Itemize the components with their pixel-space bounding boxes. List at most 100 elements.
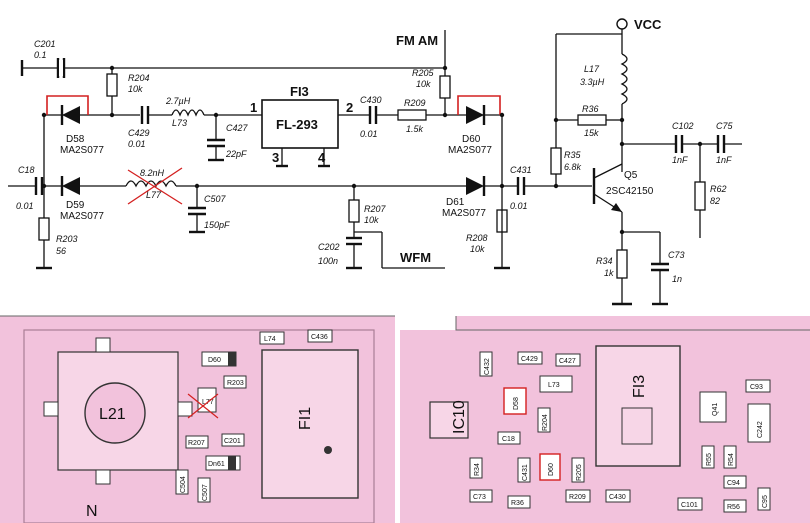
- pcb-label-r209: R209: [569, 494, 586, 501]
- pin-3: 3: [272, 150, 279, 165]
- ic10-footprint: [429, 401, 469, 439]
- pcb-label-l73: L73: [548, 382, 560, 389]
- label-r204: R204: [128, 73, 150, 83]
- part-d59: MA2S077: [60, 211, 104, 222]
- capacitor-c201: C201 0.1: [34, 39, 66, 78]
- schematic: C201 0.1 R204 10k D58 MA2S077 C429 0.01 …: [8, 17, 742, 306]
- inductor-l17: [620, 53, 628, 105]
- part-d61: MA2S077: [442, 208, 486, 219]
- pcb-label-dn61: Dn61: [208, 461, 225, 468]
- value-r62: 82: [710, 196, 720, 206]
- pcb-label-fi1: FI1: [297, 407, 314, 430]
- part-fi3: FL-293: [276, 117, 318, 132]
- value-l17: 3.3µH: [580, 77, 605, 87]
- label-c201: C201: [34, 39, 56, 49]
- value-r203: 56: [56, 246, 66, 256]
- filter-fi3-footprint: [595, 345, 681, 467]
- value-r204: 10k: [128, 84, 143, 94]
- pcb-label-c94: C94: [727, 480, 740, 487]
- pcb-label-c504: C504: [180, 476, 187, 493]
- pcb-label-r55: R55: [706, 453, 713, 466]
- pcb-label-d60-pcb: D60: [548, 463, 555, 476]
- pcb-label-c429: C429: [521, 356, 538, 363]
- pcb-label-c436: C436: [311, 334, 328, 341]
- pcb-label-l21: L21: [99, 406, 126, 423]
- value-c18: 0.01: [16, 201, 34, 211]
- pcb-left: L21 FI1 L74 C436 D60 R203 L77 R207 C201 …: [0, 315, 395, 523]
- pcb-label-r56: R56: [727, 504, 740, 511]
- label-r36: R36: [582, 104, 599, 114]
- value-r35: 6.8k: [564, 162, 582, 172]
- part-d60: MA2S077: [448, 145, 492, 156]
- value-r36: 15k: [584, 128, 599, 138]
- resistor-r207: [348, 199, 360, 223]
- value-c201: 0.1: [34, 50, 47, 60]
- transistor-q5: Q5 2SC42150: [592, 163, 654, 232]
- label-c431: C431: [510, 165, 532, 175]
- label-c102: C102: [672, 121, 694, 131]
- resistor-r203: [38, 217, 50, 241]
- value-r208: 10k: [470, 244, 485, 254]
- pcb-label-r204: R204: [542, 414, 549, 431]
- label-r203: R203: [56, 234, 78, 244]
- diode-d59: D59 MA2S077: [60, 176, 104, 222]
- pcb-label-c507: C507: [202, 484, 209, 501]
- pcb-label-l74: L74: [264, 336, 276, 343]
- label-c429: C429: [128, 128, 150, 138]
- value-r34: 1k: [604, 268, 614, 278]
- diode-d61: D61 MA2S077: [442, 176, 486, 219]
- value-c102: 1nF: [672, 155, 688, 165]
- pcb-label-c430: C430: [609, 494, 626, 501]
- pcb-label-r207: R207: [188, 440, 205, 447]
- pcb-label-c93: C93: [750, 384, 763, 391]
- label-r205: R205: [412, 68, 435, 78]
- filter-fi1-footprint: [261, 349, 359, 499]
- value-r205: 10k: [416, 79, 431, 89]
- resistor-r62: [694, 181, 706, 211]
- value-l73: 2.7µH: [165, 96, 191, 106]
- label-c75: C75: [716, 121, 734, 131]
- label-c202: C202: [318, 242, 340, 252]
- pin-4: 4: [318, 150, 326, 165]
- label-r35: R35: [564, 150, 582, 160]
- label-r209: R209: [404, 98, 426, 108]
- label-q5: Q5: [624, 170, 638, 181]
- value-c73: 1n: [672, 274, 682, 284]
- diode-d58: D58 MA2S077: [46, 95, 104, 156]
- pin-2: 2: [346, 100, 353, 115]
- label-r207: R207: [364, 204, 387, 214]
- filter-fi3: FI3 FL-293 1 2 3 4: [250, 84, 353, 168]
- pcb-label-d58: D58: [513, 397, 520, 410]
- label-r62: R62: [710, 184, 727, 194]
- pcb-label-r203: R203: [227, 380, 244, 387]
- pcb-label-c242: C242: [757, 421, 764, 438]
- pcb-label-ic10: IC10: [451, 400, 468, 434]
- label-r34: R34: [596, 256, 613, 266]
- resistor-r205: [439, 75, 451, 99]
- label-d59: D59: [66, 200, 85, 211]
- pcb-label-d60: D60: [208, 357, 221, 364]
- resistor-r204: [106, 73, 118, 97]
- label-c430: C430: [360, 95, 382, 105]
- pcb-label-c427: C427: [559, 358, 576, 365]
- pcb-label-r54: R54: [728, 453, 735, 466]
- pcb-label-n: N: [86, 503, 98, 520]
- resistor-r35: [550, 147, 562, 175]
- pcb-label-c95: C95: [762, 495, 769, 508]
- pcb-right: FI3 IC10 Q41 C242 C432 C429 C427 D58 L73…: [400, 316, 810, 523]
- label-d60: D60: [462, 134, 481, 145]
- value-c202: 100n: [318, 256, 338, 266]
- label-l17: L17: [584, 64, 600, 74]
- label-c73: C73: [668, 250, 685, 260]
- pin-1: 1: [250, 100, 257, 115]
- net-wfm: WFM: [400, 250, 431, 265]
- pcb-label-r36: R36: [511, 500, 524, 507]
- pcb-label-c18: C18: [502, 436, 515, 443]
- resistor-r209: [397, 109, 427, 121]
- value-c507: 150pF: [204, 220, 230, 230]
- pcb-label-fi3: FI3: [631, 375, 648, 398]
- value-r209: 1.5k: [406, 124, 424, 134]
- pcb-label-c101: C101: [681, 502, 698, 509]
- label-l73: L73: [172, 118, 187, 128]
